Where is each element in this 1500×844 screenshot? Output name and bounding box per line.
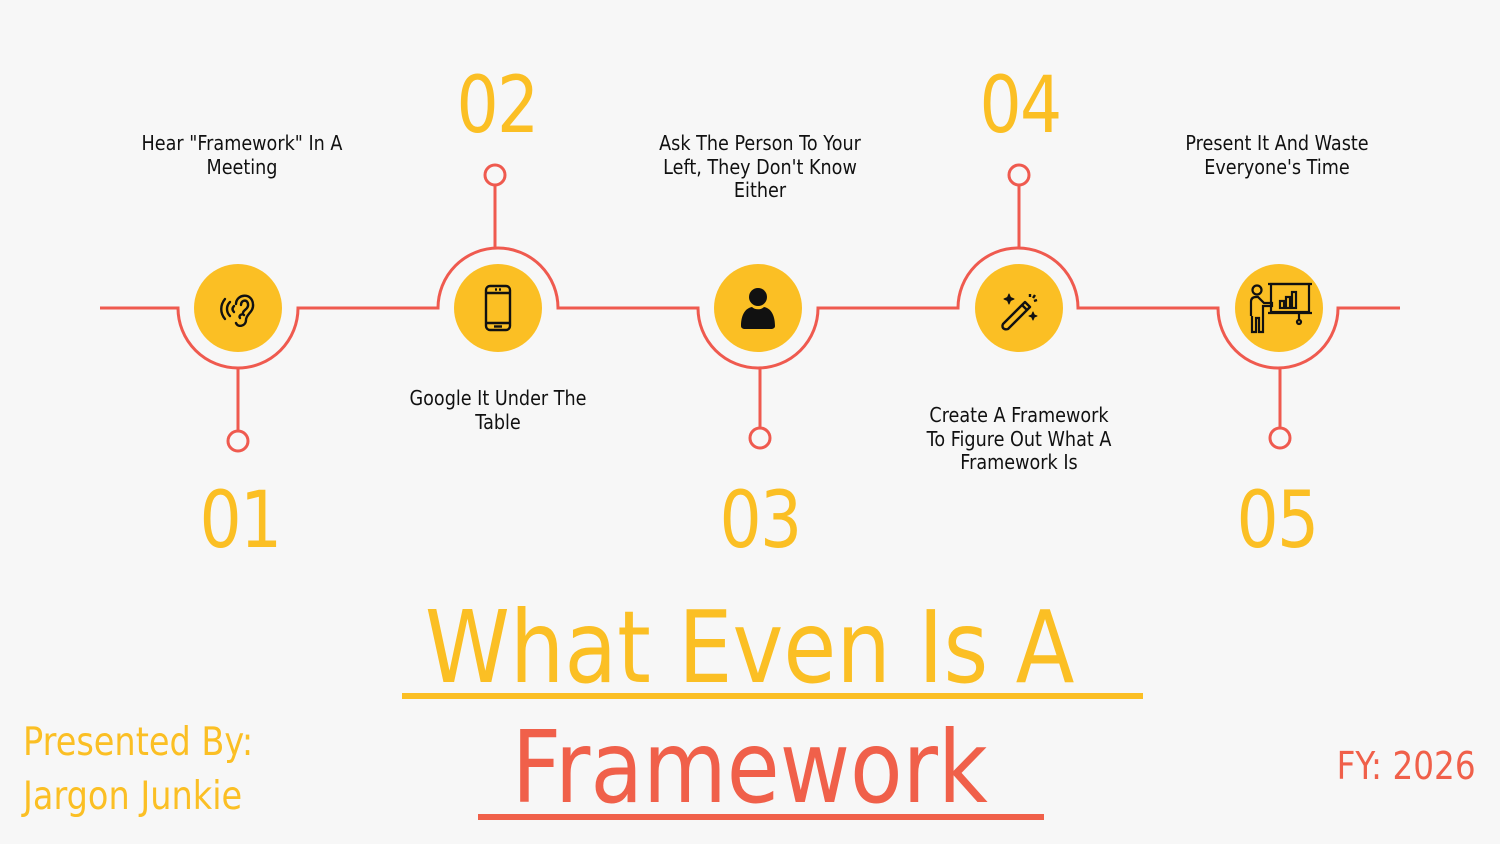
title-line-1-underline (402, 693, 1143, 699)
step-5-number: 05 (1236, 476, 1320, 566)
step-2-number: 02 (456, 61, 540, 151)
step-5-label: Present It And Waste Everyone's Time (1185, 131, 1369, 179)
step-1-number: 01 (199, 476, 283, 566)
presenter-name: Jargon Junkie (23, 774, 243, 819)
presentation-chart-icon (1249, 282, 1312, 334)
step-4-icon-badge (975, 264, 1063, 352)
step-2-icon-badge (454, 264, 542, 352)
person-icon (741, 288, 775, 329)
step-1-label: Hear "Framework" In A Meeting (141, 131, 343, 179)
step-4-number: 04 (979, 61, 1063, 151)
presenter-block: Presented By: Jargon Junkie (23, 716, 253, 824)
step-3-number: 03 (719, 476, 803, 566)
step-4-label: Create A Framework To Figure Out What A … (926, 403, 1112, 474)
title-line-2-text: Framework (511, 709, 989, 826)
step-2-label: Google It Under The Table (409, 386, 587, 434)
step-3-icon-badge (714, 264, 802, 352)
title-line-2: Framework (0, 718, 1500, 818)
fiscal-year: FY: 2026 (1337, 744, 1476, 788)
title-line-1-text: What Even Is A (425, 589, 1075, 706)
ear-listening-icon (220, 294, 255, 328)
step-5-icon-badge (1235, 264, 1323, 352)
title-line-1: What Even Is A (0, 598, 1500, 698)
title-line-2-underline (478, 814, 1044, 820)
step-3-label: Ask The Person To Your Left, They Don't … (659, 131, 861, 202)
magic-wand-icon (1001, 293, 1038, 331)
smartphone-icon (484, 284, 512, 332)
step-1-icon-badge (194, 264, 282, 352)
presenter-label: Presented By: (23, 720, 254, 765)
